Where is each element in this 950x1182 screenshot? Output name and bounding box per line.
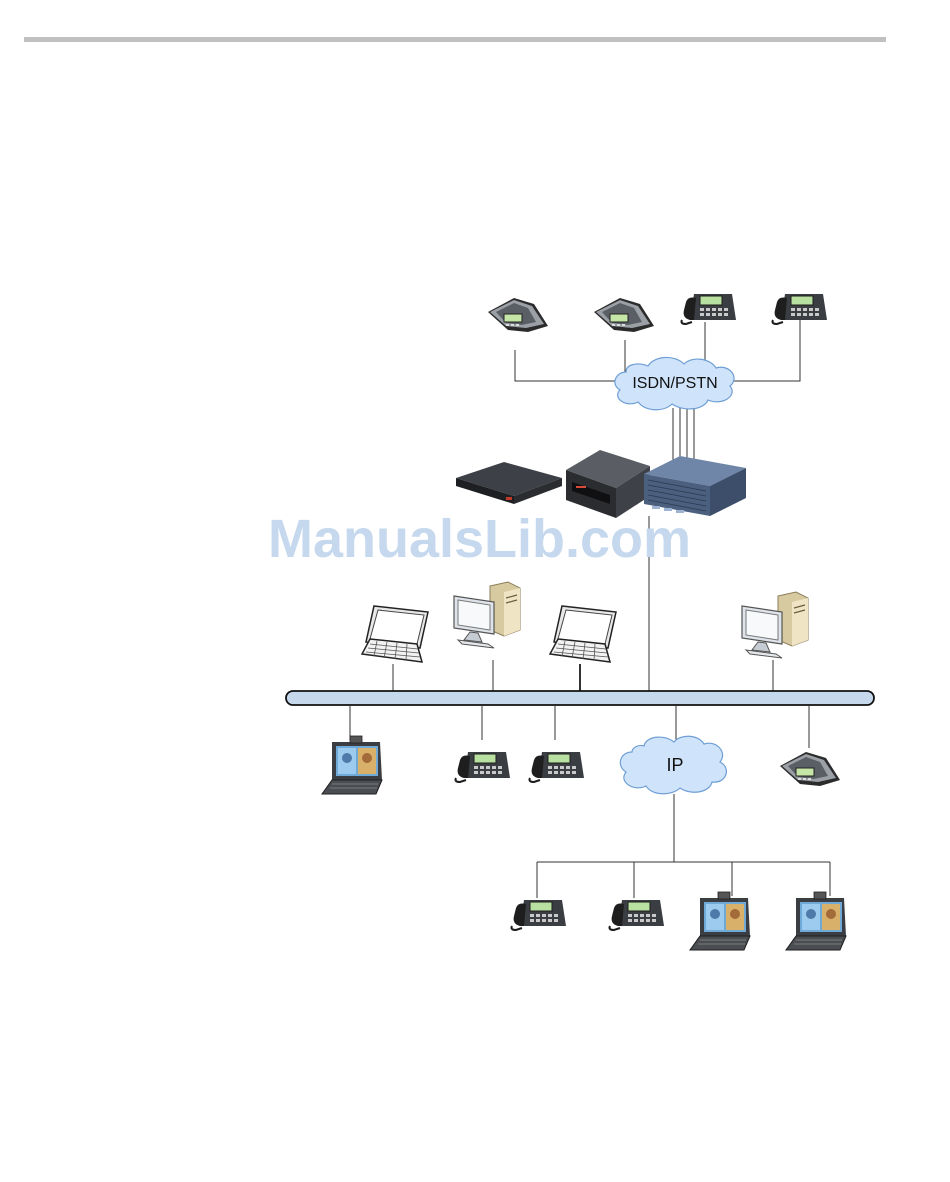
video-laptop-icon [690, 892, 750, 950]
isdn-pstn-cloud: ISDN/PSTN [615, 357, 734, 409]
network-bus [286, 691, 874, 705]
ip-label: IP [666, 755, 683, 775]
mcu-chassis-icon [644, 456, 746, 516]
lower-bus-drops [350, 705, 809, 748]
desk-phone-icon [773, 294, 828, 324]
conference-phone-icon [488, 298, 548, 332]
laptop-icon [362, 606, 428, 662]
laptop-icon [550, 606, 616, 662]
server-rack-1u-icon [456, 462, 562, 504]
upper-bus-drops [393, 660, 773, 691]
isdn-pstn-label: ISDN/PSTN [632, 375, 717, 392]
conference-phone-icon [594, 298, 654, 332]
desk-phone-icon [530, 752, 585, 782]
desk-phone-icon [682, 294, 737, 324]
conference-phone-icon [780, 752, 840, 786]
desktop-computer-icon [454, 582, 520, 648]
ip-cloud: IP [620, 736, 726, 794]
video-laptop-icon [322, 736, 382, 794]
desktop-computer-icon [742, 592, 808, 658]
desk-phone-icon [610, 900, 665, 930]
desk-phone-icon [456, 752, 511, 782]
desk-phone-icon [512, 900, 567, 930]
watermark: ManualsLib.com [268, 508, 691, 570]
video-laptop-icon [786, 892, 846, 950]
ip-tree [537, 794, 830, 898]
header-rule [24, 37, 886, 42]
